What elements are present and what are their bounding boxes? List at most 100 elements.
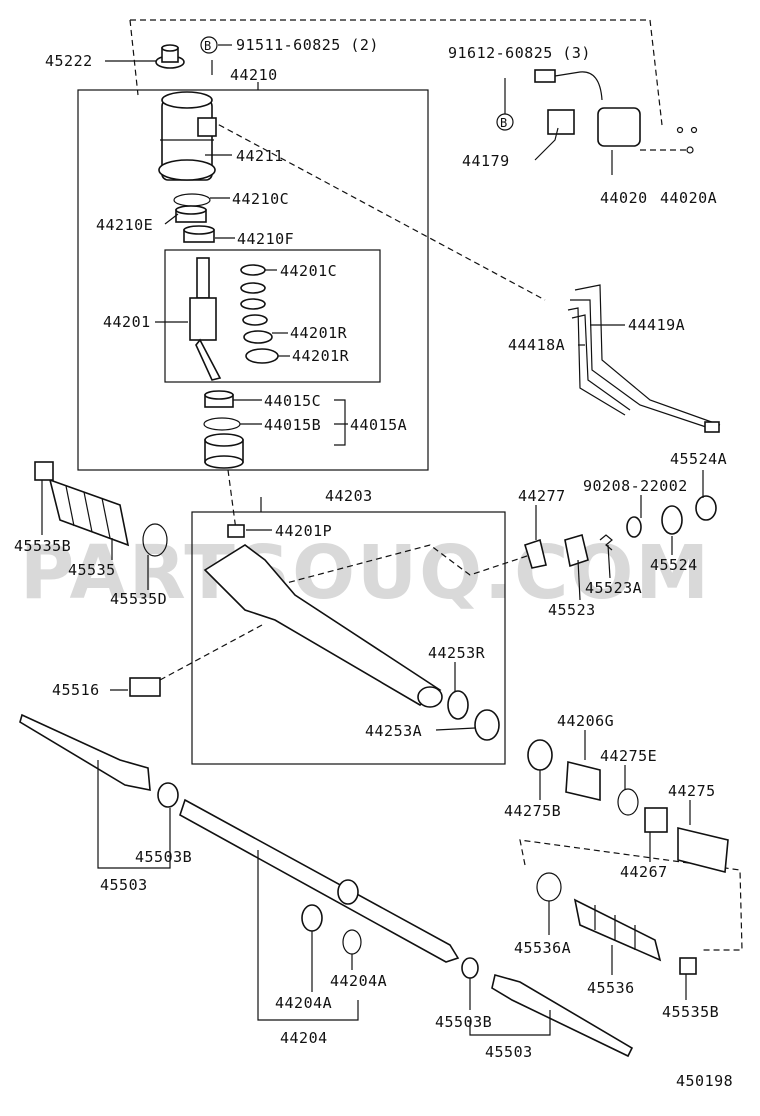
pinion-shaft-44201 bbox=[189, 257, 222, 381]
label-45535b-right: 45535B bbox=[662, 1003, 719, 1021]
label-45523: 45523 bbox=[548, 601, 596, 619]
bush-44253a bbox=[474, 709, 500, 741]
washer-44204a-2 bbox=[342, 929, 362, 955]
label-44201: 44201 bbox=[103, 313, 151, 331]
rack-housing-44203 bbox=[203, 524, 443, 708]
gear-housing-frame bbox=[77, 89, 429, 471]
pressure-pipes bbox=[567, 284, 721, 433]
valve-housing-44211 bbox=[158, 91, 217, 181]
dashed-link-6 bbox=[519, 839, 743, 951]
boot-44275 bbox=[677, 826, 729, 874]
rack-bar-44204 bbox=[179, 798, 460, 963]
label-44275b: 44275B bbox=[504, 802, 561, 820]
label-44253r: 44253R bbox=[428, 644, 486, 662]
clamp-45535b-right bbox=[679, 957, 697, 975]
label-44277: 44277 bbox=[518, 487, 566, 505]
label-45503-right: 45503 bbox=[485, 1043, 533, 1061]
label-44210: 44210 bbox=[230, 66, 278, 84]
label-44206g: 44206G bbox=[557, 712, 614, 730]
clamp-45535d bbox=[142, 523, 168, 557]
label-44204a-1: 44204A bbox=[275, 994, 332, 1012]
label-44015c: 44015C bbox=[264, 392, 321, 410]
label-45523a: 45523A bbox=[585, 579, 642, 597]
label-45222: 45222 bbox=[45, 52, 93, 70]
cap-45222 bbox=[155, 44, 185, 69]
label-45503b-left: 45503B bbox=[135, 848, 192, 866]
locknut-45524a bbox=[695, 495, 717, 521]
pinion-subassembly-frame bbox=[164, 249, 381, 383]
o-ring-44015b bbox=[203, 417, 241, 431]
label-44418a: 44418A bbox=[508, 336, 565, 354]
boot-45535 bbox=[48, 478, 130, 547]
label-45524: 45524 bbox=[650, 556, 698, 574]
bearing-44210e bbox=[175, 205, 207, 223]
seal-44275b bbox=[527, 739, 553, 771]
o-ring-44275e bbox=[617, 788, 639, 816]
guide-45523 bbox=[564, 533, 589, 568]
dashed-link-3 bbox=[227, 469, 237, 531]
grommet-45516 bbox=[129, 677, 161, 697]
seal-44210f bbox=[183, 225, 215, 243]
bush-44267 bbox=[644, 807, 668, 833]
washer-90208 bbox=[626, 516, 642, 538]
bracket-44179 bbox=[547, 109, 575, 135]
washer-44204a-1 bbox=[301, 904, 323, 932]
watermark: PARTSOUQ.COM bbox=[20, 530, 711, 616]
label-44020a: 44020A bbox=[660, 189, 717, 207]
label-45516: 45516 bbox=[52, 681, 100, 699]
tie-rod-end-45503-right bbox=[461, 957, 634, 1058]
dashed-link-4 bbox=[259, 544, 531, 591]
label-44201p: 44201P bbox=[275, 522, 332, 540]
label-44020: 44020 bbox=[600, 189, 648, 207]
label-44419a: 44419A bbox=[628, 316, 685, 334]
dashed-link-1 bbox=[209, 119, 546, 301]
clamp-45536a bbox=[536, 872, 562, 902]
label-44201r-1: 44201R bbox=[290, 324, 348, 342]
plug-44015a bbox=[204, 433, 244, 469]
control-valve-44020 bbox=[534, 69, 641, 147]
label-44203: 44203 bbox=[325, 487, 373, 505]
cap-44277 bbox=[524, 538, 547, 569]
label-44253a: 44253A bbox=[365, 722, 422, 740]
label-44179: 44179 bbox=[462, 152, 510, 170]
label-91612-60825: 91612-60825 (3) bbox=[448, 44, 591, 62]
label-44015b: 44015B bbox=[264, 416, 321, 434]
label-45503-left: 45503 bbox=[100, 876, 148, 894]
diagram-code: 450198 bbox=[676, 1072, 733, 1090]
dashed-group-outline bbox=[129, 19, 663, 126]
bolt-marker-b-1-text: B bbox=[204, 39, 211, 53]
label-45535b-left: 45535B bbox=[14, 537, 71, 555]
dashed-link-5 bbox=[159, 624, 263, 681]
label-44204: 44204 bbox=[280, 1029, 328, 1047]
bolt-marker-b-2-text: B bbox=[500, 116, 507, 130]
label-44267: 44267 bbox=[620, 863, 668, 881]
small-washers-44020a bbox=[676, 126, 698, 154]
label-44210f: 44210F bbox=[237, 230, 294, 248]
bolt-marker-b-1 bbox=[200, 36, 218, 54]
label-44201c: 44201C bbox=[280, 262, 337, 280]
label-44015a: 44015A bbox=[350, 416, 407, 434]
label-44204a-2: 44204A bbox=[330, 972, 387, 990]
o-ring-44210c bbox=[173, 193, 211, 207]
label-45503b-right: 45503B bbox=[435, 1013, 492, 1031]
label-44211: 44211 bbox=[236, 147, 284, 165]
tie-rod-end-45503-left bbox=[19, 713, 179, 808]
label-45524a: 45524A bbox=[670, 450, 727, 468]
label-44275e: 44275E bbox=[600, 747, 657, 765]
label-91511-60825: 91511-60825 (2) bbox=[236, 36, 379, 54]
clamp-45535b bbox=[34, 461, 54, 481]
seal-44253r bbox=[447, 690, 469, 720]
label-44201r-2: 44201R bbox=[292, 347, 350, 365]
label-45536: 45536 bbox=[587, 979, 635, 997]
seal-stack-44201 bbox=[240, 264, 279, 364]
rack-housing-frame bbox=[191, 511, 506, 765]
label-45535d: 45535D bbox=[110, 590, 167, 608]
label-90208-22002: 90208-22002 bbox=[583, 477, 688, 495]
bearing-44015c bbox=[204, 390, 234, 408]
label-44210c: 44210C bbox=[232, 190, 289, 208]
leader-lines bbox=[41, 44, 704, 1036]
sleeve-44206g bbox=[565, 760, 601, 802]
label-44275: 44275 bbox=[668, 782, 716, 800]
label-45535: 45535 bbox=[68, 561, 116, 579]
